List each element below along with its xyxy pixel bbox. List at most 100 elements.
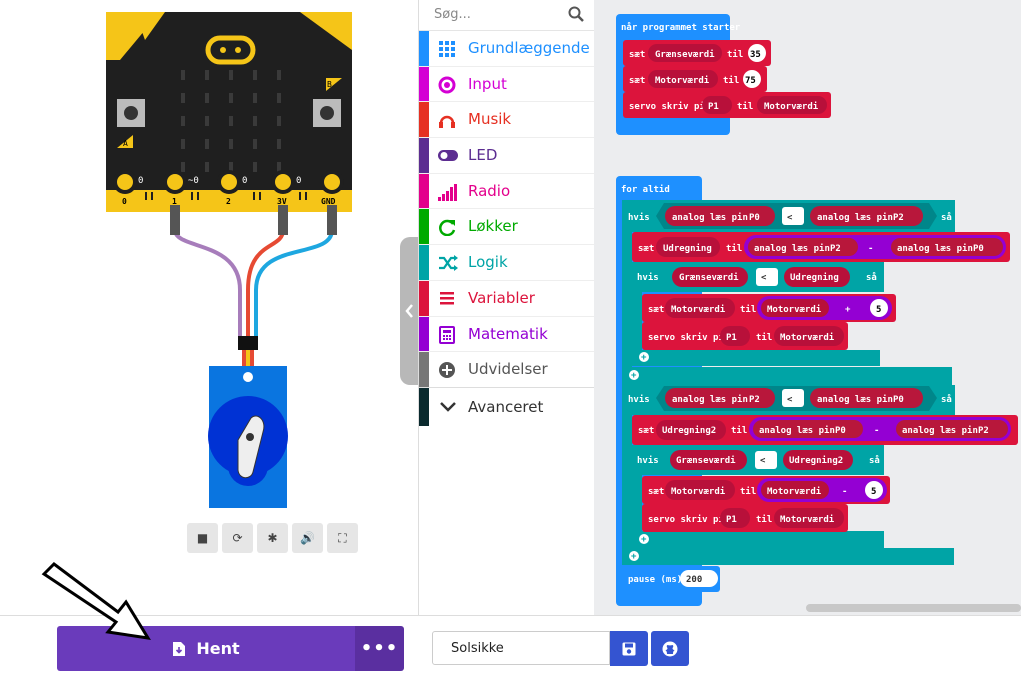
svg-text:for altid: for altid [621,184,670,195]
download-file-icon [173,641,186,656]
svg-text:sæt: sæt [648,487,664,497]
svg-text:P0: P0 [973,244,984,254]
svg-text:<: < [787,395,793,405]
category-label: Variabler [468,288,535,307]
svg-text:pause (ms): pause (ms) [628,575,682,585]
save-button[interactable] [610,631,648,666]
category-label: Avanceret [468,398,544,416]
if-block-1[interactable]: hvis analog læs pin P0 < analog læs pin … [622,200,1010,385]
svg-text:analog læs pin: analog læs pin [672,394,748,405]
fullscreen-button[interactable]: ⛶ [327,523,358,553]
svg-text:P1: P1 [726,333,737,343]
category-logic[interactable]: Logik [419,245,594,281]
search-input[interactable]: Søg... [434,7,471,22]
svg-text:analog læs pin: analog læs pin [817,212,893,223]
category-radio[interactable]: Radio [419,173,594,210]
category-label: Grundlæggende [468,39,590,57]
on-start-block[interactable]: når programmet starter sæt Grænseværdi t… [616,14,831,135]
category-music[interactable]: Musik [419,102,594,139]
svg-text:-: - [874,426,879,436]
stop-button[interactable]: ■ [187,523,218,553]
svg-text:P2: P2 [978,426,989,436]
svg-text:+: + [641,353,647,363]
svg-text:så: så [941,212,952,223]
collapse-simulator-tab[interactable] [400,237,419,385]
button-b-label: B [327,80,332,89]
svg-text:servo skriv pin: servo skriv pin [648,332,729,343]
category-extensions[interactable]: Udvidelser [419,352,594,388]
simulator-panel: A B 0 1 2 3V GND 0 ~0 0 0 [45,0,417,615]
svg-text:P1: P1 [708,102,719,112]
fullscreen-icon: ⛶ [338,530,347,545]
category-variables[interactable]: Variabler [419,280,594,317]
pin-label-gnd: GND [321,197,336,206]
svg-text:-: - [868,244,873,254]
sound-icon: 🔊 [300,531,315,545]
project-name-input[interactable]: Solsikke [432,631,610,665]
more-options-button[interactable]: ••• [355,626,404,671]
sound-button[interactable]: 🔊 [292,523,323,553]
category-advanced[interactable]: Avanceret [419,387,594,426]
category-label: Logik [468,253,508,272]
svg-text:<: < [761,273,767,283]
category-basic[interactable]: Grundlæggende [419,31,594,67]
restart-button[interactable]: ⟳ [222,523,253,553]
loop-icon [439,220,456,237]
svg-text:+: + [845,305,851,315]
category-math[interactable]: Matematik [419,316,594,353]
svg-text:hvis: hvis [628,394,650,405]
if-block-2[interactable]: hvis analog læs pin P2 < analog læs pin … [622,385,1018,565]
headphones-icon [439,116,455,129]
category-loops[interactable]: Løkker [419,209,594,246]
svg-text:<: < [787,213,793,223]
annotation-arrow-icon [41,562,151,640]
category-label: Input [468,74,507,93]
pin-label-3v: 3V [277,197,287,206]
svg-text:til: til [726,243,742,254]
category-led[interactable]: LED [419,138,594,174]
svg-text:Motorværdi: Motorværdi [671,304,726,315]
svg-text:Udregning: Udregning [790,272,839,283]
search-icon[interactable] [568,6,584,22]
svg-text:5: 5 [876,305,881,315]
pin-value-3: 0 [296,176,301,186]
svg-text:til: til [740,304,756,315]
svg-text:Motorværdi: Motorværdi [780,514,835,525]
svg-text:analog læs pin: analog læs pin [817,394,893,405]
svg-text:Motorværdi: Motorværdi [671,486,726,497]
category-label: Musik [468,110,512,129]
workspace-scrollbar[interactable] [806,604,1021,612]
github-button[interactable] [651,631,689,666]
svg-text:servo skriv pin: servo skriv pin [648,514,729,525]
github-icon [662,641,678,656]
svg-text:-: - [842,487,847,497]
svg-text:til: til [756,514,772,525]
svg-text:analog læs pin: analog læs pin [754,243,830,254]
svg-text:analog læs pin: analog læs pin [902,425,978,436]
pause-block[interactable]: pause (ms) 200 [622,566,720,592]
debug-button[interactable]: ✱ [257,523,288,553]
svg-text:P2: P2 [749,395,760,405]
svg-text:P0: P0 [893,395,904,405]
pin-label-2: 2 [226,197,231,206]
download-button[interactable]: Hent [57,626,355,671]
svg-text:sæt: sæt [629,50,645,60]
svg-text:til: til [737,101,753,112]
svg-text:75: 75 [745,76,756,86]
svg-text:så: så [866,272,877,283]
svg-text:sæt: sæt [638,244,654,254]
svg-text:Udregning: Udregning [663,243,712,254]
svg-text:Motorværdi: Motorværdi [767,486,822,497]
svg-text:Grænseværdi: Grænseværdi [679,272,739,283]
microbit-simulator[interactable]: A B 0 1 2 3V GND 0 ~0 0 0 [45,0,417,615]
svg-text:Grænseværdi: Grænseværdi [676,455,736,466]
category-input[interactable]: Input [419,66,594,103]
svg-text:hvis: hvis [628,212,650,223]
category-label: Matematik [468,324,548,343]
svg-text:P2: P2 [830,244,841,254]
svg-text:hvis: hvis [637,272,659,283]
block-workspace[interactable]: når programmet starter sæt Grænseværdi t… [594,0,1021,615]
pin-value-2: 0 [242,176,247,186]
toolbox-search[interactable]: Søg... [419,0,594,31]
svg-text:når programmet starter: når programmet starter [621,22,741,33]
